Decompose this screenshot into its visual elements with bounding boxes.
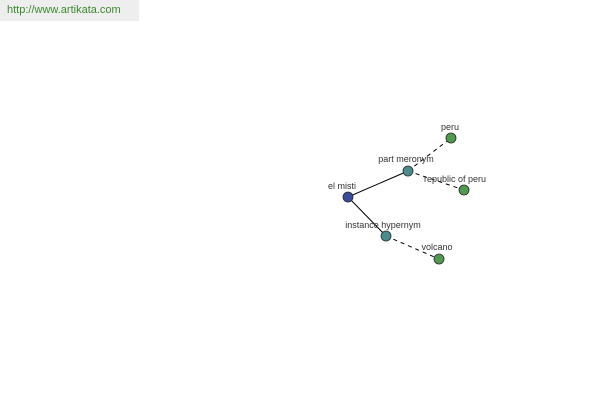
node-republic-of-peru[interactable] [458, 184, 470, 196]
node-label-peru: peru [441, 122, 459, 132]
edge-part-meronym-to-republic-of-peru [407, 170, 465, 191]
node-instance-hypernym[interactable] [380, 230, 392, 242]
edge-part-meronym-to-peru [407, 137, 452, 172]
node-volcano[interactable] [433, 253, 445, 265]
node-label-instance-hypernym: instance hypernym [345, 220, 421, 230]
nodes-layer [342, 132, 470, 265]
node-label-el-misti: el misti [328, 181, 356, 191]
node-part-meronym[interactable] [402, 165, 414, 177]
node-label-republic-of-peru: republic of peru [424, 174, 486, 184]
watermark-link[interactable]: http://www.artikata.com [0, 0, 139, 21]
edge-instance-hypernym-to-volcano [385, 235, 440, 260]
edges-layer [347, 137, 465, 260]
labels-layer: el misti part meronym instance hypernym per… [328, 122, 486, 252]
node-peru[interactable] [445, 132, 457, 144]
node-el-misti[interactable] [342, 191, 354, 203]
edge-el-misti-to-part-meronym [347, 170, 409, 198]
node-label-part-meronym: part meronym [378, 154, 434, 164]
edge-el-misti-to-instance-hypernym [347, 196, 387, 237]
node-label-volcano: volcano [421, 242, 452, 252]
